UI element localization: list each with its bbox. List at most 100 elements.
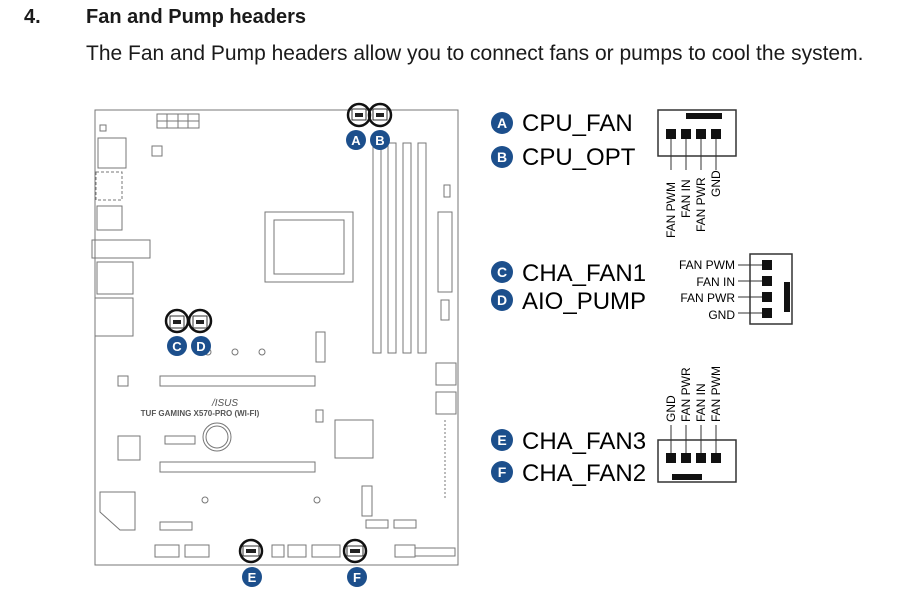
section-title: Fan and Pump headers bbox=[86, 6, 307, 28]
board-brand: /ISUS bbox=[211, 398, 238, 409]
badge-a bbox=[491, 112, 513, 134]
svg-text:A: A bbox=[497, 115, 507, 131]
board-header-e bbox=[238, 538, 264, 564]
header-name: CHA_FAN3 bbox=[522, 428, 646, 455]
connector-middle: FAN PWM FAN IN FAN PWR GND bbox=[679, 253, 793, 325]
sata-block bbox=[435, 391, 457, 415]
mounting-hole bbox=[231, 348, 239, 356]
chipset bbox=[334, 419, 374, 459]
small-component bbox=[315, 409, 324, 423]
sata-block bbox=[435, 362, 457, 386]
svg-text:F: F bbox=[353, 570, 361, 585]
pin bbox=[762, 260, 772, 270]
board-header-a bbox=[346, 102, 372, 128]
dimm-slot bbox=[372, 142, 382, 354]
badge-b bbox=[491, 146, 513, 168]
rear-io-block bbox=[95, 171, 123, 201]
legend-item-cha-fan1: C CHA_FAN1 bbox=[491, 260, 646, 287]
tuf-logo-mark bbox=[99, 491, 136, 531]
mounting-hole bbox=[313, 496, 321, 504]
board-header-c bbox=[164, 308, 190, 334]
rear-io-block bbox=[91, 239, 151, 259]
header-name: CHA_FAN1 bbox=[522, 260, 646, 287]
pin-label: FAN PWR bbox=[694, 177, 708, 232]
header-name: CPU_OPT bbox=[522, 144, 636, 171]
pin-label: GND bbox=[708, 308, 735, 322]
bottom-header bbox=[287, 544, 307, 558]
pin bbox=[666, 453, 676, 463]
sata-connector bbox=[365, 519, 389, 529]
svg-text:D: D bbox=[497, 292, 507, 308]
board-header-f bbox=[342, 538, 368, 564]
sata-connector bbox=[440, 299, 450, 321]
bottom-header bbox=[184, 544, 210, 558]
board-badge-a: A bbox=[346, 130, 366, 150]
board-badge-f: F bbox=[347, 567, 367, 587]
badge-d bbox=[491, 289, 513, 311]
rear-io-block bbox=[96, 205, 123, 231]
pin-label: GND bbox=[664, 395, 678, 422]
small-component bbox=[99, 124, 107, 132]
rear-io-block bbox=[96, 261, 134, 295]
pin-label: FAN PWM bbox=[664, 182, 678, 238]
bottom-header bbox=[271, 544, 285, 558]
section-number: 4. bbox=[24, 6, 41, 28]
board-badge-d: D bbox=[191, 336, 211, 356]
section-description: The Fan and Pump headers allow you to co… bbox=[86, 42, 864, 65]
small-component bbox=[443, 184, 451, 198]
dimm-slot bbox=[402, 142, 412, 354]
mounting-hole bbox=[201, 496, 209, 504]
legend-item-cpu-opt: B CPU_OPT bbox=[491, 144, 636, 171]
cmos-battery-inner bbox=[205, 425, 229, 449]
pin bbox=[696, 453, 706, 463]
bottom-header bbox=[414, 547, 456, 557]
small-component bbox=[151, 145, 163, 157]
header-name: CPU_FAN bbox=[522, 110, 633, 137]
pin bbox=[666, 129, 676, 139]
svg-text:D: D bbox=[196, 339, 205, 354]
rear-io-block bbox=[97, 137, 127, 169]
pin bbox=[696, 129, 706, 139]
pin-label: GND bbox=[709, 170, 723, 197]
svg-text:E: E bbox=[497, 432, 506, 448]
badge-e bbox=[491, 429, 513, 451]
pin bbox=[762, 308, 772, 318]
pin bbox=[711, 453, 721, 463]
svg-text:B: B bbox=[497, 149, 507, 165]
pin-label: FAN IN bbox=[679, 179, 693, 218]
pcie-slot-x16 bbox=[159, 375, 316, 387]
pcie-slot-x1 bbox=[164, 435, 196, 445]
pin bbox=[681, 453, 691, 463]
sata-connector bbox=[393, 519, 417, 529]
svg-text:F: F bbox=[498, 464, 507, 480]
bottom-header bbox=[394, 544, 416, 558]
svg-text:C: C bbox=[172, 339, 182, 354]
mounting-hole bbox=[258, 348, 266, 356]
bottom-header bbox=[154, 544, 180, 558]
pcie-slot-x1 bbox=[159, 521, 193, 531]
legend-item-cha-fan2: F CHA_FAN2 bbox=[491, 460, 646, 487]
legend-item-aio-pump: D AIO_PUMP bbox=[491, 288, 646, 315]
connector-top: FAN PWM FAN IN FAN PWR GND bbox=[657, 109, 737, 238]
legend-item-cpu-fan: A CPU_FAN bbox=[491, 110, 633, 137]
board-header-d bbox=[187, 308, 213, 334]
svg-text:E: E bbox=[248, 570, 257, 585]
pcie-slot-x16 bbox=[159, 461, 316, 473]
badge-f bbox=[491, 461, 513, 483]
header-name: CHA_FAN2 bbox=[522, 460, 646, 487]
pin bbox=[762, 276, 772, 286]
pin bbox=[681, 129, 691, 139]
svg-text:C: C bbox=[497, 264, 507, 280]
pin-label: FAN PWM bbox=[679, 258, 735, 272]
m2-slot bbox=[361, 485, 373, 517]
pin-label: FAN PWM bbox=[709, 366, 723, 422]
dimm-slot bbox=[387, 142, 397, 354]
pin-label: FAN PWR bbox=[680, 291, 735, 305]
pin bbox=[762, 292, 772, 302]
pin-label: FAN IN bbox=[694, 383, 708, 422]
motherboard-layout bbox=[91, 109, 459, 566]
board-badge-e: E bbox=[242, 567, 262, 587]
legend-item-cha-fan3: E CHA_FAN3 bbox=[491, 428, 646, 455]
pin bbox=[711, 129, 721, 139]
